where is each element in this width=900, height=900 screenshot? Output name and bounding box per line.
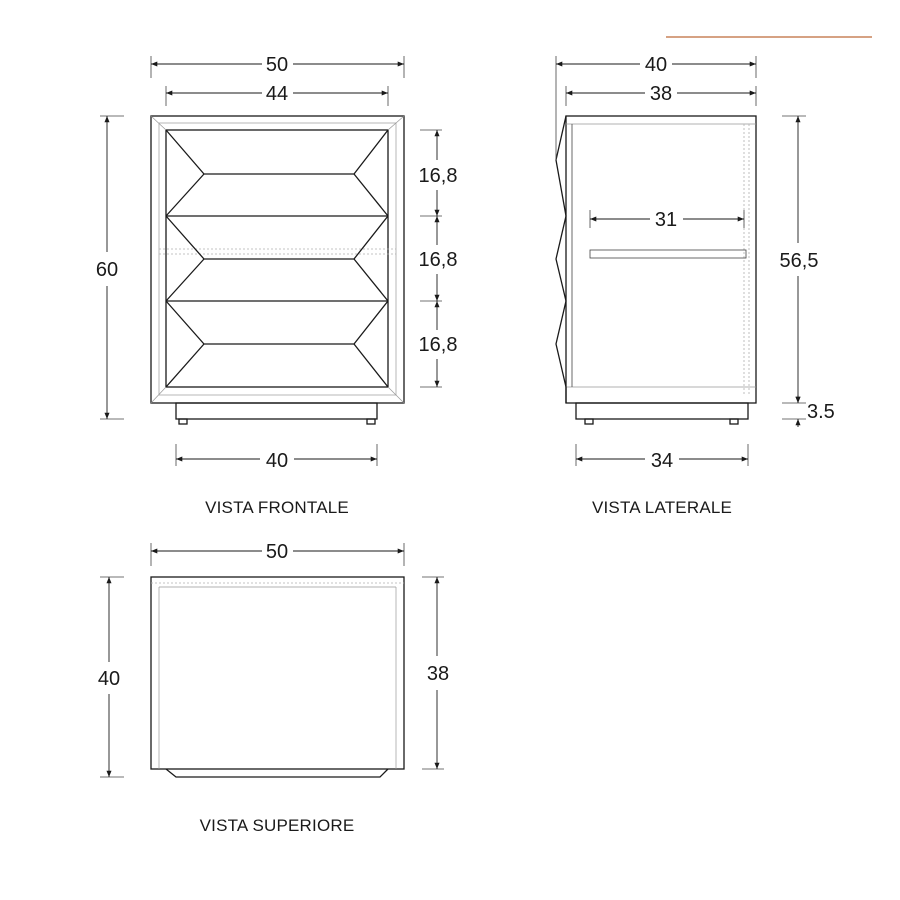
side-depth-inner-label: 38 [650,83,672,105]
front-view [150,115,405,425]
drawer-3-height-label: 16,8 [419,334,458,356]
top-width-label: 50 [266,541,288,563]
front-width-outer-label: 50 [266,54,288,76]
top-view [150,576,405,778]
side-base-depth-label: 34 [651,450,673,472]
front-width-inner-label: 44 [266,83,288,105]
drawer-2-height-label: 16,8 [419,249,458,271]
side-body-height-label: 56,5 [780,250,819,272]
top-depth-inner-label: 38 [427,663,449,685]
top-depth-outer-label: 40 [98,668,120,690]
caption-front-view: VISTA FRONTALE [205,498,349,517]
top-dimensions [100,543,444,778]
side-base-height-label: 3.5 [807,401,835,423]
caption-side-view: VISTA LATERALE [592,498,732,517]
side-depth-outer-label: 40 [645,54,667,76]
side-dimensions [555,56,806,466]
drawer-1-height-label: 16,8 [419,165,458,187]
front-base-width-label: 40 [266,450,288,472]
side-shelf-depth-label: 31 [655,209,677,231]
front-height-label: 60 [96,259,118,281]
front-dimensions [100,56,442,466]
caption-top-view: VISTA SUPERIORE [200,816,355,835]
side-view [555,115,757,425]
